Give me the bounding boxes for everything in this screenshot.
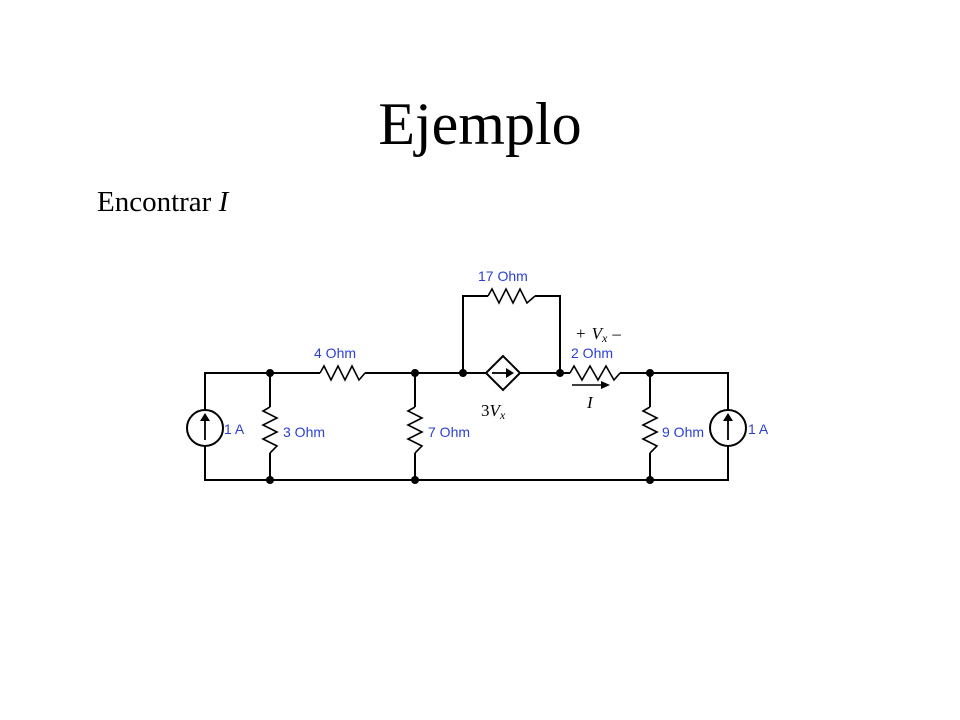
dependent-source-label: 3Vx: [481, 401, 506, 422]
vx-sub: x: [601, 331, 608, 345]
dep-var: V: [490, 401, 503, 420]
subtitle-text: Encontrar: [97, 186, 219, 218]
label-source-right: 1 A: [748, 421, 769, 437]
vx-label: + Vx–: [576, 324, 621, 345]
slide-subtitle: Encontrar I: [97, 186, 228, 219]
dep-coef: 3: [481, 401, 490, 420]
resistor-17-ohm: [487, 287, 536, 305]
current-source-left: [186, 409, 224, 447]
label-source-left: 1 A: [224, 421, 245, 437]
dependent-current-source: [484, 354, 522, 392]
resistor-3-ohm: [261, 406, 279, 454]
current-arrow: [572, 381, 610, 389]
current-label: I: [586, 393, 594, 412]
circuit-wires: [204, 295, 729, 481]
resistor-9-ohm: [641, 406, 659, 454]
slide-title: Ejemplo: [378, 91, 582, 157]
current-source-right: [709, 409, 747, 447]
vx-plus: +: [576, 324, 586, 343]
resistor-4-ohm: [319, 364, 366, 382]
vx-var: V: [592, 324, 605, 343]
label-3-ohm: 3 Ohm: [283, 424, 325, 440]
dep-sub: x: [499, 408, 506, 422]
label-4-ohm: 4 Ohm: [314, 345, 356, 361]
label-17-ohm: 17 Ohm: [478, 268, 528, 284]
vx-minus: –: [611, 324, 621, 343]
resistor-7-ohm: [406, 406, 424, 454]
label-9-ohm: 9 Ohm: [662, 424, 704, 440]
junction-dots: [266, 369, 654, 484]
resistor-2-ohm: [569, 364, 621, 382]
label-7-ohm: 7 Ohm: [428, 424, 470, 440]
label-2-ohm: 2 Ohm: [571, 345, 613, 361]
subtitle-variable: I: [218, 186, 229, 218]
